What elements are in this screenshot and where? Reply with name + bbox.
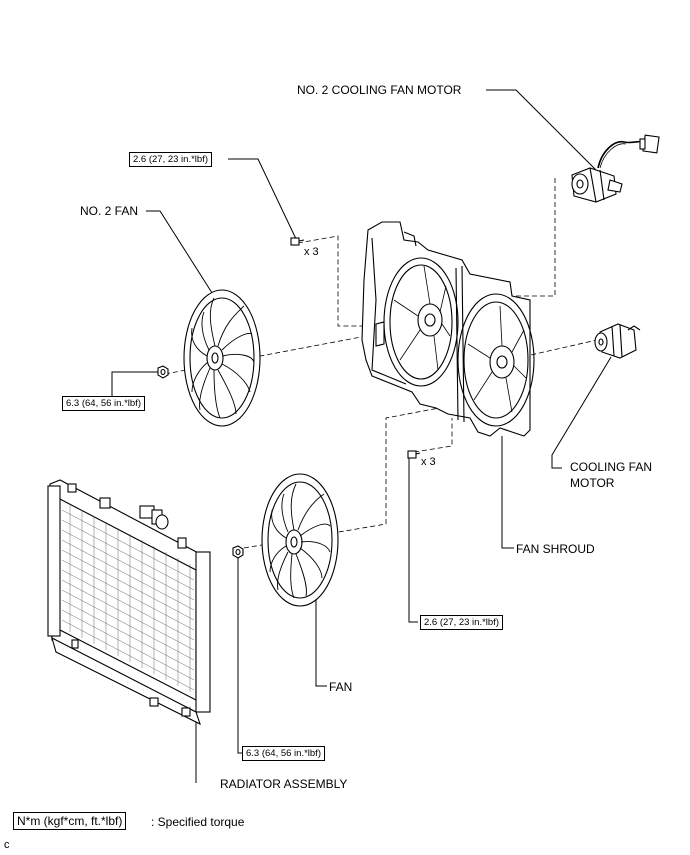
label-fan-shroud: FAN SHROUD	[516, 542, 595, 556]
torque-spec-fan-nut: 6.3 (64, 56 in.*lbf)	[242, 746, 325, 761]
fan	[261, 473, 339, 607]
label-no2-fan: NO. 2 FAN	[80, 204, 139, 218]
quantity-top-bolts: x 3	[304, 246, 319, 258]
legend-description: : Specified torque	[151, 815, 245, 829]
torque-spec-no2-fan-nut: 6.3 (64, 56 in.*lbf)	[62, 396, 145, 411]
quantity-bottom-bolts: x 3	[421, 456, 436, 468]
no2-cooling-fan-motor	[571, 134, 660, 203]
cooling-fan-motor	[594, 323, 641, 359]
shroud-bolt-bottom	[407, 450, 421, 459]
fan-nut	[232, 545, 244, 559]
fan-shroud	[361, 221, 535, 437]
label-fan: FAN	[329, 680, 353, 694]
label-no2-cooling-fan-motor: NO. 2 COOLING FAN MOTOR	[297, 83, 462, 97]
leader-bottom-bolt	[408, 458, 418, 623]
leader-no2-fan-nut	[111, 371, 158, 396]
label-cooling-fan-motor-line1: COOLING FAN	[570, 460, 653, 474]
no2-fan	[183, 289, 261, 427]
label-radiator-assembly: RADIATOR ASSEMBLY	[220, 777, 348, 791]
leader-motor	[551, 356, 612, 469]
leader-lines	[111, 89, 612, 783]
leader-fan	[315, 600, 327, 687]
torque-spec-shroud-bolt-top: 2.6 (27, 23 in.*lbf)	[129, 152, 212, 167]
label-cooling-fan-motor-line2: MOTOR	[570, 476, 615, 490]
leader-shroud	[501, 436, 514, 549]
leader-top-bolt	[228, 158, 298, 242]
leader-no2-fan	[146, 210, 215, 297]
shroud-bolt-top	[290, 237, 305, 246]
radiator-assembly	[47, 479, 211, 726]
torque-spec-shroud-bolt-bottom: 2.6 (27, 23 in.*lbf)	[420, 615, 503, 630]
leader-no2-motor	[486, 89, 599, 173]
no2-fan-nut	[157, 365, 169, 379]
footer-code: c	[4, 839, 10, 851]
leader-fan-nut	[237, 555, 242, 754]
legend-unit-box: N*m (kgf*cm, ft.*lbf)	[13, 812, 127, 830]
